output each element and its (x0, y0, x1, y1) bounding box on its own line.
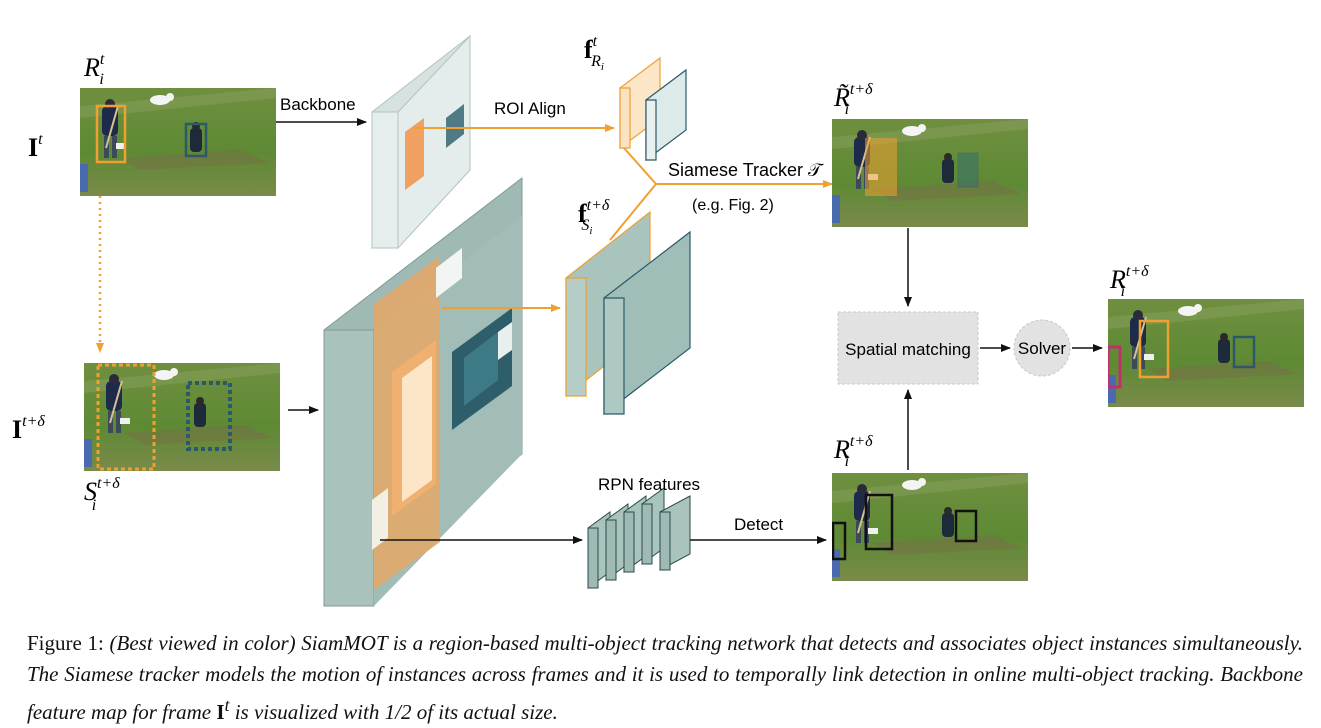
frame-t-image (80, 88, 276, 196)
frame-t-label: It (28, 131, 43, 162)
search-feature-tensor (565, 210, 691, 416)
spatial-matching-box (837, 311, 979, 385)
caption-text-part1: (Best viewed in color) SiamMOT is a regi… (27, 631, 1303, 724)
caption-frame-symbol: I (216, 700, 225, 724)
backbone-feature-map-t-delta (323, 176, 523, 608)
frame-t-delta-image (84, 362, 280, 472)
search-region-orange (96, 363, 156, 471)
roi-feature-tensor (619, 56, 687, 162)
backbone-label: Backbone (280, 95, 356, 114)
architecture-diagram: Spatial matching Solver Backbone ROI Ali… (12, 33, 1304, 608)
caption-text-part2: is visualized with 1/2 of its actual siz… (234, 700, 558, 724)
frame-t-delta-label: It+δ (12, 413, 45, 444)
output-region-image (1108, 298, 1304, 408)
siamese-tracker-label: Siamese Tracker 𝒯 (668, 160, 824, 180)
spatial-matching-label: Spatial matching (845, 340, 971, 359)
rpn-features-label: RPN features (598, 475, 700, 494)
roi-align-label: ROI Align (494, 99, 566, 118)
rpn-features-stack (587, 487, 691, 589)
backbone-feature-map-t (371, 34, 471, 250)
caption-lead: Figure 1: (27, 631, 104, 655)
tracked-region-image (832, 118, 1028, 228)
caption-frame-sup: t (224, 695, 230, 715)
teal-roi-box (184, 122, 208, 158)
solver-node (1013, 319, 1071, 377)
solver-label: Solver (1018, 339, 1067, 358)
figure-caption: Figure 1: (Best viewed in color) SiamMOT… (27, 628, 1303, 728)
siamese-tracker-ref-label: (e.g. Fig. 2) (692, 197, 774, 214)
connection-arrows (96, 118, 1103, 544)
detected-region-image (832, 472, 1028, 582)
search-region-teal (186, 381, 232, 451)
detect-label: Detect (734, 515, 783, 534)
orange-roi-box (95, 104, 127, 164)
arrow-tracker-bottom (609, 183, 657, 241)
